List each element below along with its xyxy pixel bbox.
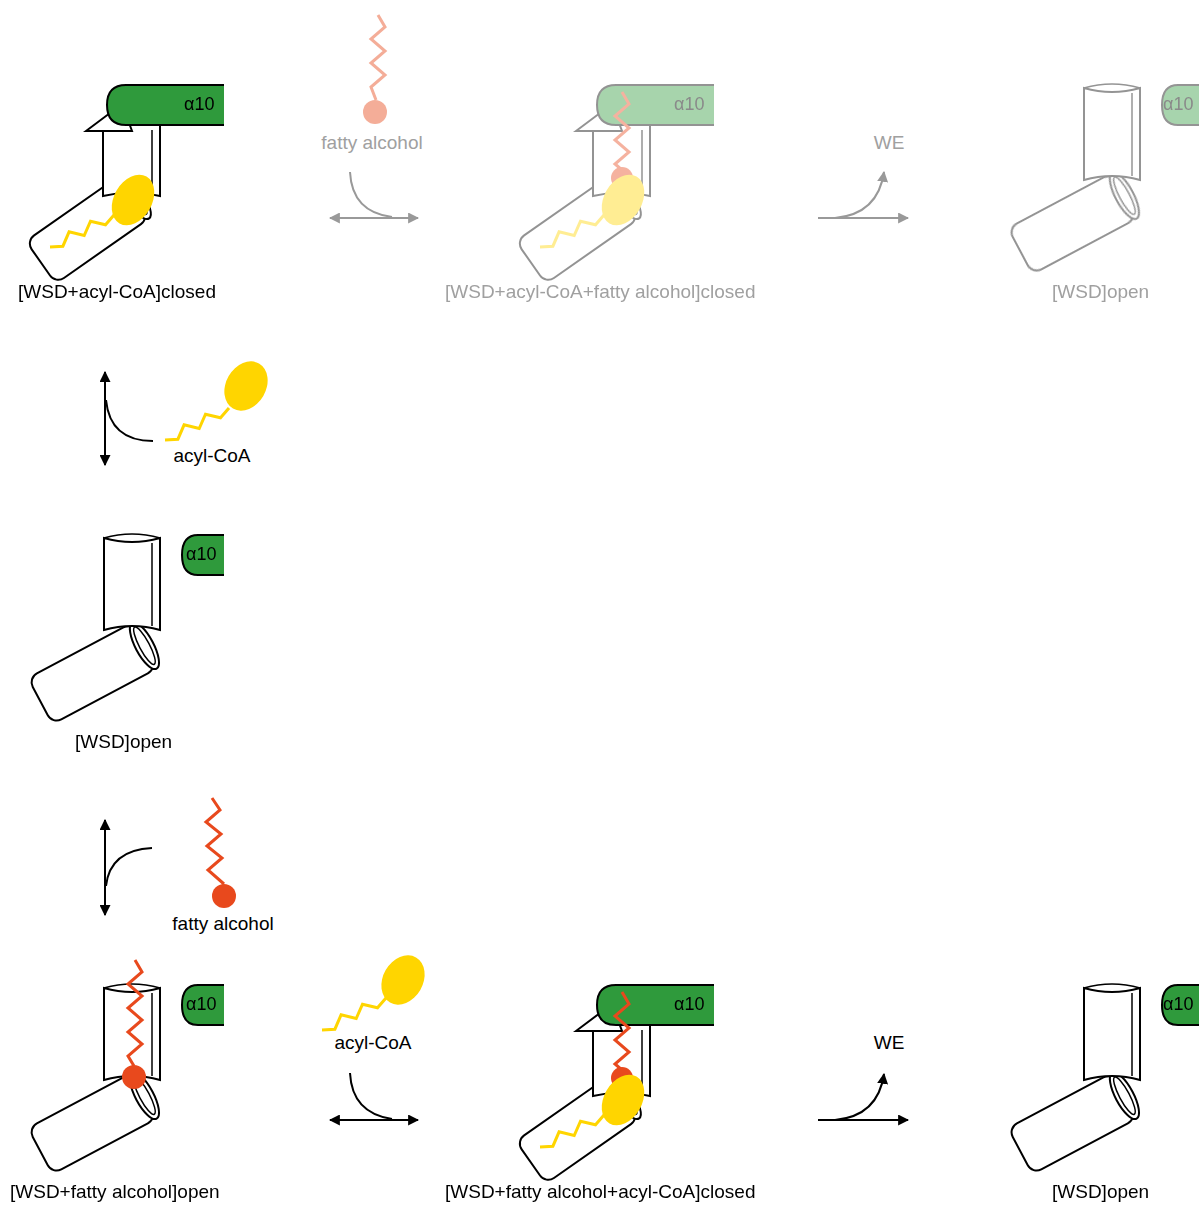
state-label: [WSD]open <box>75 731 172 753</box>
state-node: [WSD]open <box>908 15 1193 305</box>
state-label: [WSD+fatty alcohol]open <box>10 1181 220 1203</box>
open-state-figure <box>28 960 224 1174</box>
substrate-label: acyl-CoA <box>332 1032 413 1054</box>
helix-label: α10 <box>1163 994 1193 1015</box>
state-node: [WSD]open <box>10 465 310 820</box>
reaction-arrow <box>330 1119 418 1121</box>
reaction-arrow <box>818 1119 908 1121</box>
open-state-figure <box>1008 984 1199 1174</box>
substrate-label: WE <box>872 132 907 154</box>
state-label: [WSD+acyl-CoA+fatty alcohol]closed <box>445 281 755 303</box>
reaction-arrow <box>104 820 106 915</box>
state-label: [WSD]open <box>1052 281 1149 303</box>
helix-label: α10 <box>186 994 216 1015</box>
release-curve <box>835 172 884 218</box>
acyl-coa-icon <box>165 353 276 440</box>
helix-label: α10 <box>674 994 704 1015</box>
substrate-label: fatty alcohol <box>319 132 424 154</box>
closed-state-figure <box>26 85 224 284</box>
binding-curve <box>350 172 392 217</box>
state-label: [WSD+acyl-CoA]closed <box>18 281 216 303</box>
helix-label: α10 <box>674 94 704 115</box>
binding-curve <box>106 400 153 441</box>
fatty-alcohol-icon <box>363 15 387 124</box>
reaction-arrow <box>330 217 418 219</box>
state-node: [WSD+acyl-CoA+fatty alcohol]closed <box>418 15 818 305</box>
substrate-label: WE <box>872 1032 907 1054</box>
state-node: [WSD]open <box>908 915 1193 1205</box>
helix-label: α10 <box>1163 94 1193 115</box>
state-label: [WSD+fatty alcohol+acyl-CoA]closed <box>445 1181 755 1203</box>
reaction-arrow <box>818 217 908 219</box>
release-curve <box>835 1074 884 1120</box>
helix-label: α10 <box>186 544 216 565</box>
substrate-label: fatty alcohol <box>170 913 275 935</box>
open-state-figure <box>1008 84 1199 274</box>
binding-curve <box>350 1073 392 1119</box>
fatty-alcohol-icon <box>206 798 236 908</box>
acyl-coa-icon <box>322 947 433 1030</box>
closed-state-figure <box>516 85 714 284</box>
state-node: [WSD+fatty alcohol]open <box>5 915 330 1205</box>
binding-curve <box>106 848 152 886</box>
state-node: [WSD+acyl-CoA]closed <box>10 15 330 372</box>
closed-state-figure <box>516 985 714 1184</box>
helix-label: α10 <box>184 94 214 115</box>
substrate-label: acyl-CoA <box>171 445 252 467</box>
state-node: [WSD+fatty alcohol+acyl-CoA]closed <box>418 915 818 1205</box>
reaction-arrow <box>104 372 106 465</box>
state-label: [WSD]open <box>1052 1181 1149 1203</box>
open-state-figure <box>28 534 224 724</box>
